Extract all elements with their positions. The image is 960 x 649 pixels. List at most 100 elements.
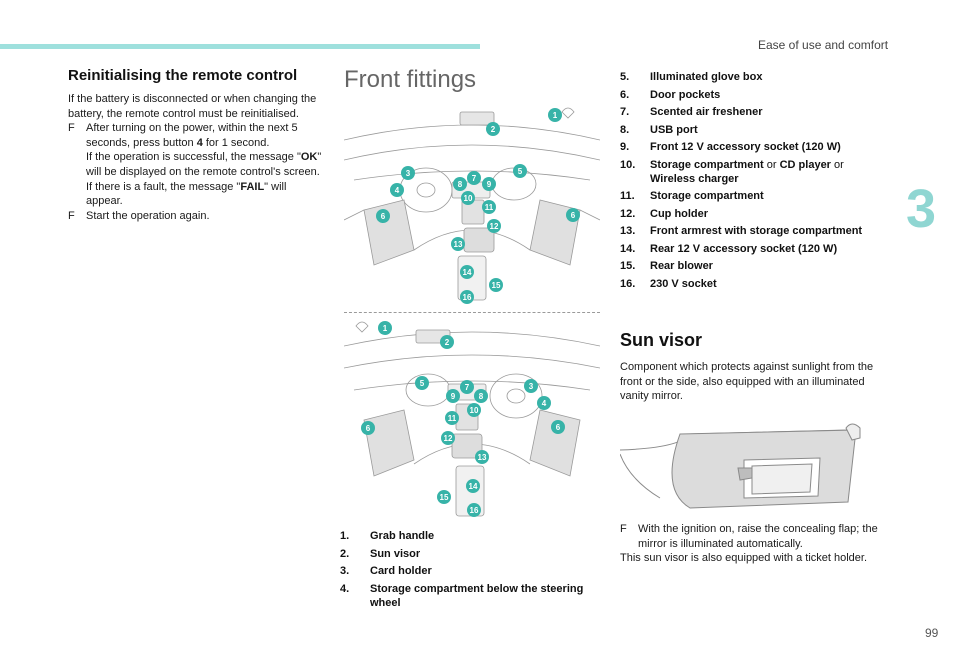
item-label: USB port <box>650 123 698 136</box>
svg-text:10: 10 <box>464 194 473 203</box>
item-label: Rear blower <box>650 260 713 272</box>
svg-text:3: 3 <box>529 382 534 391</box>
item-label: Front armrest with storage compartment <box>650 225 863 237</box>
item-or-2: or <box>830 158 844 171</box>
button-number: 4 <box>196 136 203 149</box>
fittings-list-right: 5.Illuminated glove box 6.Door pockets 7… <box>620 70 870 294</box>
item-number: 5. <box>620 71 630 83</box>
badge-6-right: 6 <box>566 208 580 222</box>
svg-text:2: 2 <box>491 125 496 134</box>
item-label: Storage compartment <box>650 190 764 202</box>
svg-text:12: 12 <box>444 434 453 443</box>
sunvisor-note: This sun visor is also equipped with a t… <box>620 552 868 565</box>
badge-8: 8 <box>453 177 467 191</box>
badge-15: 15 <box>437 490 451 504</box>
item-number: 15. <box>620 260 636 272</box>
item-number: 6. <box>620 88 630 101</box>
page-number: 99 <box>925 626 939 640</box>
badge-7: 7 <box>460 380 474 394</box>
badge-11: 11 <box>445 411 459 425</box>
badge-4: 4 <box>390 183 404 197</box>
svg-text:1: 1 <box>383 324 388 333</box>
badge-6-left: 6 <box>376 209 390 223</box>
sunvisor-description: Component which protects against sunligh… <box>620 361 874 403</box>
badge-12: 12 <box>487 219 501 233</box>
item-label-3: Wireless charger <box>650 172 739 185</box>
interior-diagram-1: 1 2 3 4 5 6 6 7 8 9 10 11 12 13 14 15 16 <box>344 100 600 308</box>
svg-text:15: 15 <box>492 281 501 290</box>
list-item: 15. Rear blower <box>620 259 870 273</box>
svg-text:6: 6 <box>366 424 371 433</box>
list-item: 12.Cup holder <box>620 207 870 221</box>
item-number: 1. <box>340 530 350 542</box>
step1-text: After turning on the power, within the n… <box>86 122 298 149</box>
badge-3: 3 <box>401 166 415 180</box>
badge-5: 5 <box>513 164 527 178</box>
diagram-separator <box>344 312 600 313</box>
badge-10: 10 <box>461 191 475 205</box>
header-accent-bar <box>0 44 480 49</box>
item-number: 2. <box>340 547 350 560</box>
svg-text:11: 11 <box>448 414 457 423</box>
list-item: 5.Illuminated glove box <box>620 70 870 84</box>
svg-text:11: 11 <box>485 203 494 212</box>
fittings-list-left: 1.Grab handle 2.Sun visor 3.Card holder … <box>340 529 590 613</box>
badge-13: 13 <box>451 237 465 251</box>
interior-diagram-2: 1 2 3 4 5 6 6 7 8 9 10 11 12 13 14 15 16 <box>344 316 600 522</box>
sunvisor-illustration <box>619 420 876 514</box>
list-item: 8.USB port <box>620 123 870 137</box>
item-label: Grab handle <box>370 530 435 542</box>
bullet-mark: F <box>68 122 75 135</box>
svg-text:7: 7 <box>465 383 470 392</box>
ok-keyword: OK <box>300 151 318 164</box>
interior-diagram-1-svg: 1 2 3 4 5 6 6 7 8 9 10 11 12 13 14 15 16 <box>344 107 600 304</box>
chapter-number: 3 <box>906 179 937 239</box>
item-number: 3. <box>340 565 350 577</box>
svg-text:16: 16 <box>463 293 472 302</box>
remote-fail-message: If there is a fault, the message "FAIL" … <box>68 180 326 209</box>
item-number: 4. <box>340 582 350 595</box>
item-number: 11. <box>620 190 635 202</box>
ok-text-a: If the operation is successful, the mess… <box>86 151 301 164</box>
badge-11: 11 <box>482 200 496 214</box>
item-label: Sun visor <box>370 547 421 560</box>
diagram-2-badges: 1 2 3 4 5 6 6 7 8 9 10 11 12 13 14 15 16 <box>361 321 565 517</box>
item-label: Card holder <box>370 565 432 577</box>
item-label: Cup holder <box>650 207 709 220</box>
badge-4: 4 <box>537 396 551 410</box>
badge-5: 5 <box>415 376 429 390</box>
step2-text: Start the operation again. <box>86 209 210 222</box>
badge-2: 2 <box>486 122 500 136</box>
svg-text:4: 4 <box>395 186 400 195</box>
sunvisor-heading: Sun visor <box>620 330 703 350</box>
ok-text-c: " will be displayed on the remote contro… <box>86 151 322 178</box>
svg-text:13: 13 <box>478 453 487 462</box>
svg-text:4: 4 <box>542 399 547 408</box>
fail-keyword: FAIL <box>240 180 265 193</box>
svg-text:7: 7 <box>472 174 477 183</box>
item-number: 16. <box>620 277 636 290</box>
svg-text:6: 6 <box>381 212 386 221</box>
badge-10: 10 <box>467 403 481 417</box>
item-number: 13. <box>620 225 636 237</box>
svg-text:6: 6 <box>556 423 561 432</box>
svg-text:9: 9 <box>451 392 456 401</box>
sunvisor-step-text: With the ignition on, raise the conceali… <box>638 523 878 550</box>
list-item: 3. Card holder <box>340 564 590 578</box>
badge-9: 9 <box>482 177 496 191</box>
svg-text:5: 5 <box>518 167 523 176</box>
remote-body: If the battery is disconnected or when c… <box>68 92 326 223</box>
item-label: Rear 12 V accessory socket (120 W) <box>650 242 838 255</box>
badge-7: 7 <box>467 171 481 185</box>
badge-8: 8 <box>474 389 488 403</box>
step1-text-end: for 1 second. <box>202 136 270 149</box>
item-number: 7. <box>620 106 630 118</box>
badge-2: 2 <box>440 335 454 349</box>
badge-3: 3 <box>524 379 538 393</box>
item-label: 230 V socket <box>650 277 717 290</box>
diagram-1-badges: 1 2 3 4 5 6 6 7 8 9 10 11 12 13 14 15 16 <box>376 108 580 304</box>
item-label: Scented air freshener <box>650 106 763 118</box>
sunvisor-illustration-svg <box>619 423 861 509</box>
remote-step-1: F After turning on the power, within the… <box>68 121 326 150</box>
remote-step-2: F Start the operation again. <box>68 209 326 224</box>
